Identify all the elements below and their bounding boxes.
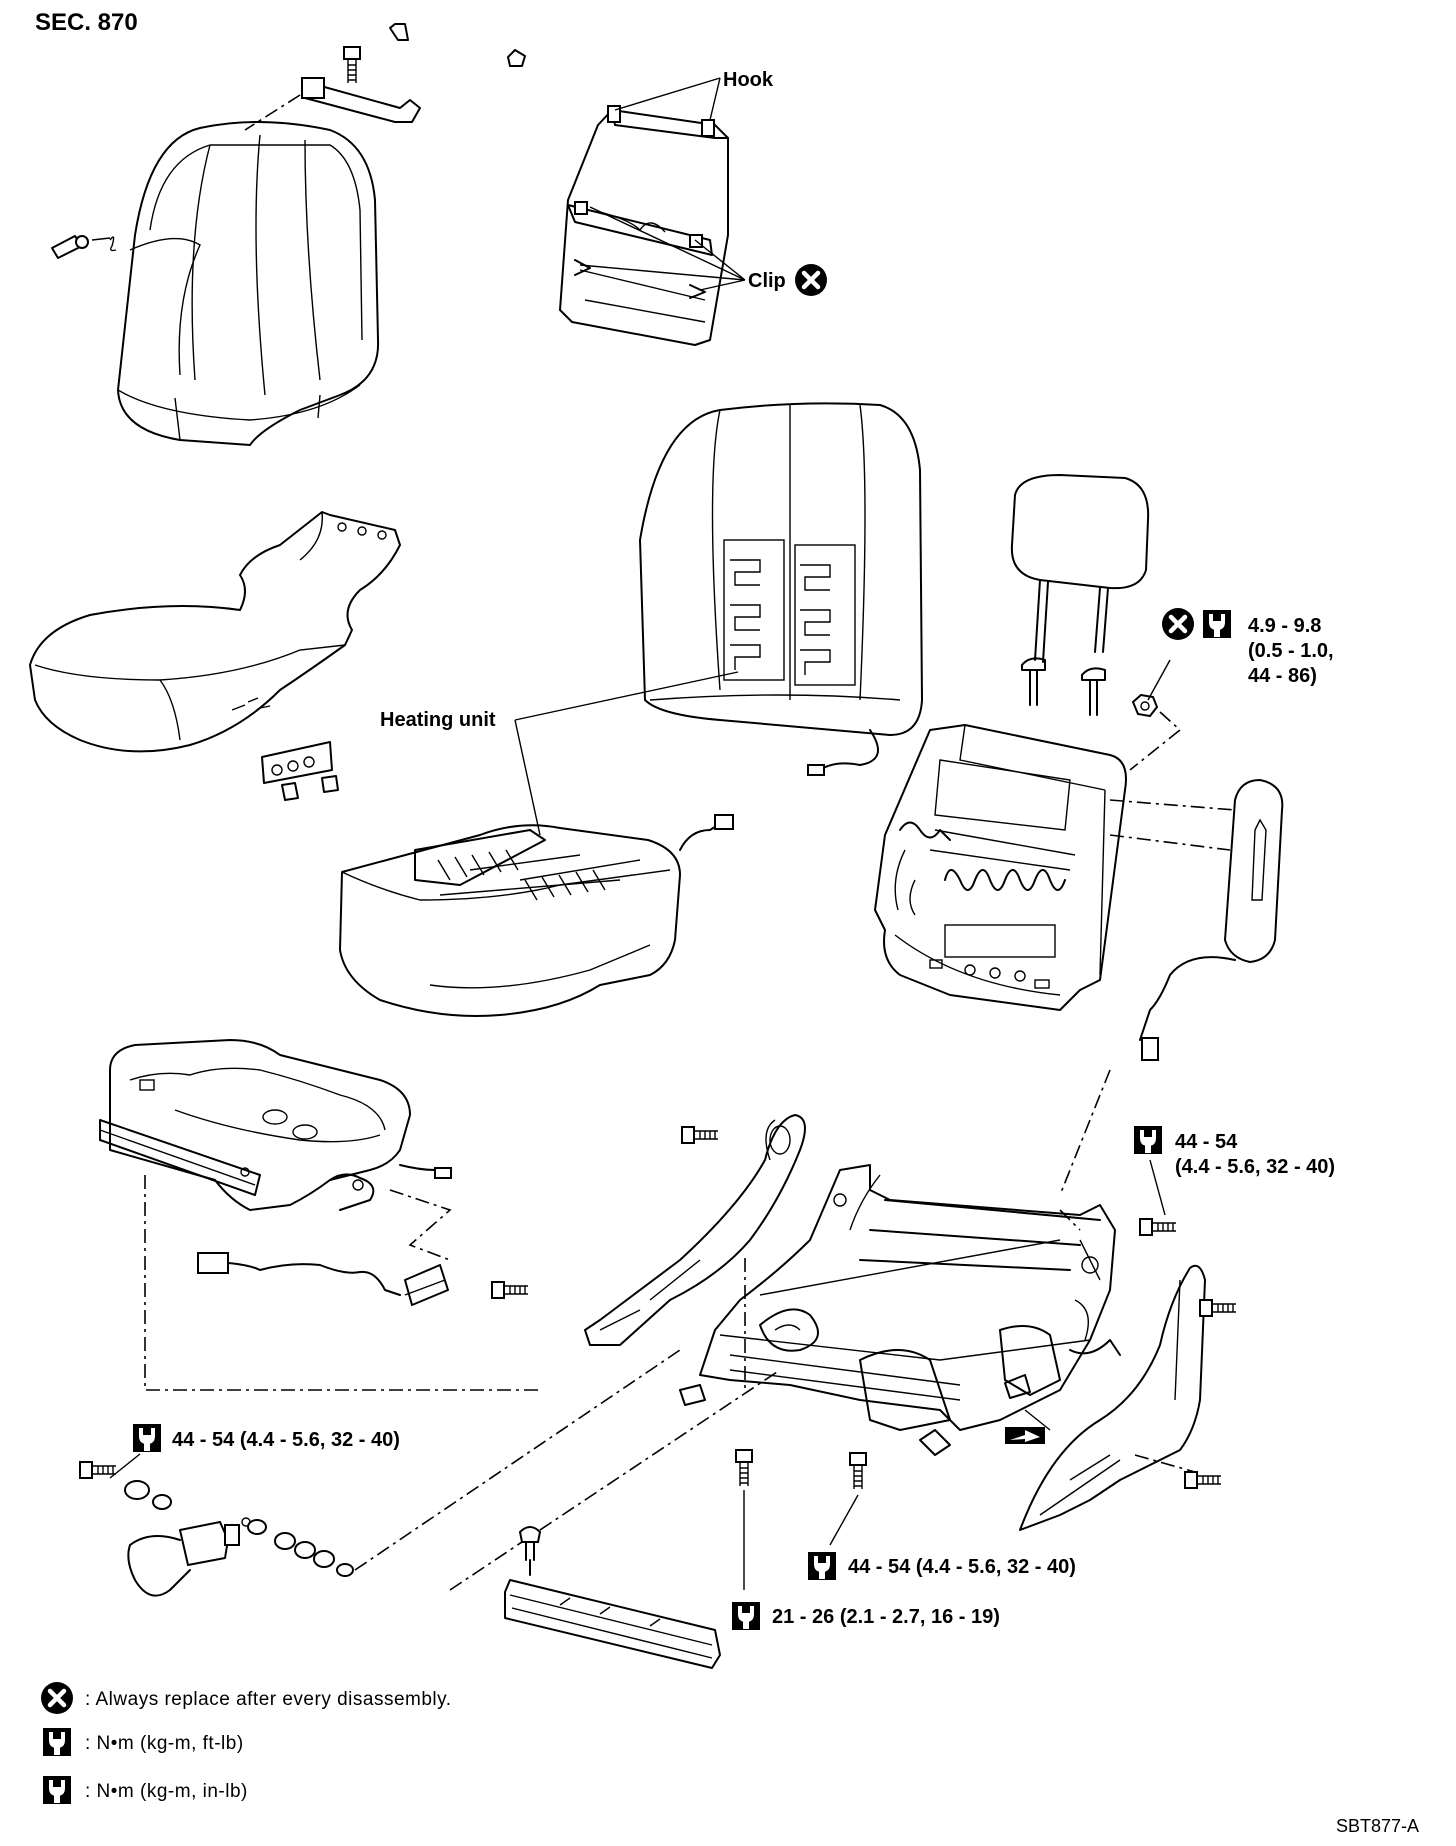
seatback-frame-part: [874, 724, 1127, 1011]
seat-harness-part: [197, 1252, 449, 1306]
lever-knob-part: [51, 235, 117, 259]
headrest-part: [1010, 474, 1150, 663]
power-seat-switch: [1139, 779, 1284, 1061]
seatback-trim-part: [117, 121, 380, 446]
seat-switch-bezel: [261, 741, 339, 801]
frame-bolt-torque-line2: (4.4 - 5.6, 32 - 40): [1175, 1156, 1335, 1178]
headrest-nut: [1131, 693, 1159, 718]
slide-stop-part: [1004, 1374, 1031, 1399]
frame-bolt-icon: [1139, 1218, 1177, 1236]
buckle-bolt-icon: [79, 1461, 117, 1479]
seat-belt-buckle-part: [127, 1517, 251, 1597]
washer-icon: [313, 1550, 335, 1568]
headrest-torque-line1: 4.9 - 9.8: [1248, 615, 1321, 637]
headrest-torque-line2: (0.5 - 1.0,: [1248, 640, 1334, 662]
washer-icon: [336, 1563, 354, 1577]
leader-line: [1109, 799, 1236, 851]
replace-icon: [1162, 608, 1194, 640]
seatback-hook-frame: [559, 105, 729, 346]
finisher-clip-icon: [518, 1526, 542, 1576]
legend-ftlb-text: : N•m (kg-m, ft-lb): [85, 1733, 244, 1754]
clip-icon: [507, 49, 526, 67]
seat-slide-assembly: [679, 1164, 1121, 1456]
slide-bolt-torque: 44 - 54 (4.4 - 5.6, 32 - 40): [848, 1556, 1076, 1578]
heating-unit-label: Heating unit: [380, 709, 496, 731]
torque-inlb-icon: [1203, 610, 1231, 638]
washer-icon: [152, 1494, 172, 1510]
torque-ftlb-icon: [808, 1552, 836, 1580]
torque-ftlb-icon: [1134, 1126, 1162, 1154]
seat-cushion-trim-part: [29, 511, 401, 753]
seat-cushion-pad-heater: [339, 814, 734, 1017]
legend: : Always replace after every disassembly…: [41, 1682, 452, 1804]
headrest-torque-line3: 44 - 86): [1248, 665, 1317, 687]
heating-unit-leader: [514, 671, 739, 836]
figure-code: SBT877-A: [1336, 1816, 1419, 1836]
torque-ftlb-icon: [43, 1728, 71, 1756]
slide-bolt-leader: [829, 1494, 859, 1546]
leader-line: [354, 1349, 681, 1571]
washer-icon: [247, 1519, 267, 1535]
clip-label: Clip: [748, 270, 786, 292]
headrest-guide-pins: [1021, 657, 1106, 716]
frame-bolt-leader: [1149, 1159, 1166, 1216]
legend-inlb-text: : N•m (kg-m, in-lb): [85, 1781, 248, 1802]
slide-direction-leader: [1024, 1409, 1051, 1431]
seatback-pad-heater: [639, 402, 923, 776]
hook-label: Hook: [723, 69, 774, 91]
cover-bolt-icon: [1199, 1299, 1237, 1317]
recliner-cover-inner: [584, 1114, 806, 1346]
slide-bolt-icon: [849, 1452, 867, 1490]
frame-bolt-torque-line1: 44 - 54: [1175, 1131, 1238, 1153]
leader-line: [144, 1175, 540, 1391]
leader-line: [1129, 711, 1182, 771]
recliner-cover-outer: [1019, 1264, 1206, 1531]
torque-inlb-icon: [43, 1776, 71, 1804]
torque-ftlb-icon: [133, 1424, 161, 1452]
nut-leader: [1147, 659, 1171, 701]
leader-line: [1134, 1454, 1196, 1473]
torque-ftlb-icon: [732, 1602, 760, 1630]
cushion-frame-part: [99, 1039, 452, 1211]
washer-icon: [124, 1480, 150, 1500]
recliner-bolt-icon: [681, 1126, 719, 1144]
guide-bolt-icon: [343, 46, 361, 84]
clip-icon: [389, 23, 409, 41]
cover-bolt-icon: [1184, 1471, 1222, 1489]
section-label: SEC. 870: [35, 9, 138, 36]
clip-leader: [579, 206, 746, 291]
leader-line: [1059, 1069, 1111, 1231]
rail-bolt-icon: [735, 1449, 753, 1487]
hook-leader: [614, 77, 721, 121]
replace-icon: [795, 264, 827, 296]
legend-replace-text: : Always replace after every disassembly…: [85, 1689, 452, 1710]
harness-bolt-icon: [491, 1281, 529, 1299]
replace-icon: [41, 1682, 73, 1714]
headrest-guide-part: [301, 77, 421, 123]
rail-bolt-torque: 21 - 26 (2.1 - 2.7, 16 - 19): [772, 1606, 1000, 1628]
slide-direction-mark: [1005, 1427, 1045, 1444]
buckle-torque: 44 - 54 (4.4 - 5.6, 32 - 40): [172, 1429, 400, 1451]
rail-finisher-part: [504, 1579, 721, 1669]
washer-icon: [294, 1541, 316, 1559]
washer-icon: [274, 1532, 296, 1550]
leader-line: [449, 1258, 781, 1591]
leader-line: [244, 94, 301, 131]
